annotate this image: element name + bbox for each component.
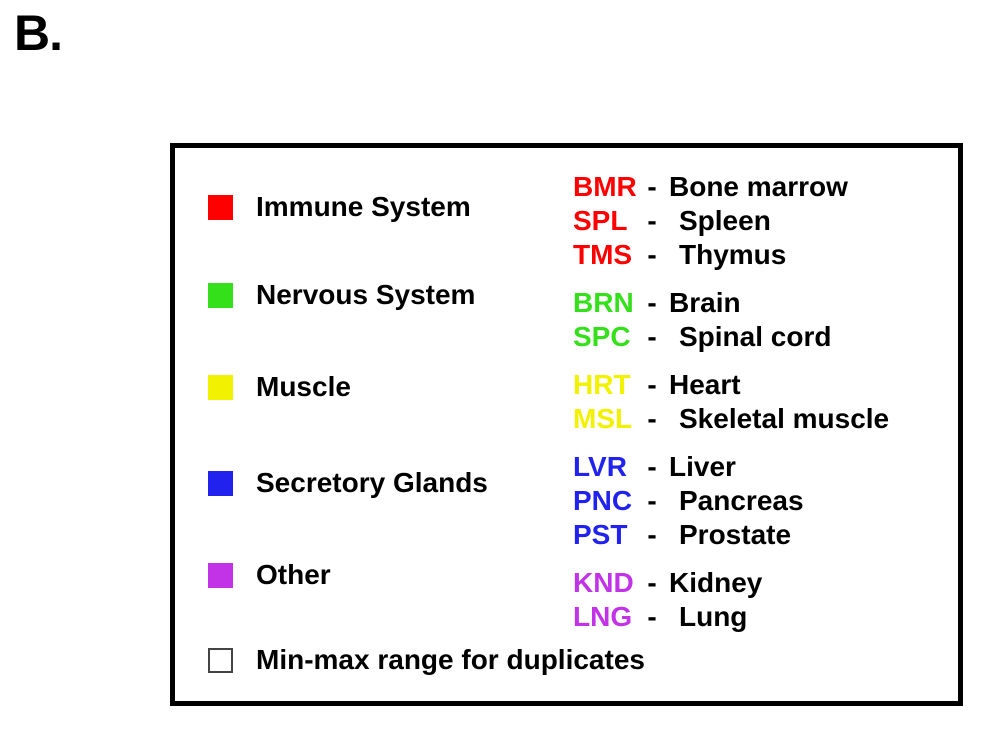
abbreviation-organ-name: Spleen [679,204,771,236]
swatch-green [208,282,233,308]
abbreviation-dash: - [647,600,657,632]
abbreviation-dash: - [647,450,657,482]
swatch-red [208,194,233,220]
abbreviation-row[interactable]: HRT-Heart [573,368,741,401]
abbreviation-dash: - [647,518,657,550]
abbreviation-code: PNC [573,484,633,516]
abbreviation-code: TMS [573,238,633,270]
abbreviation-code: HRT [573,368,631,400]
legend-category-label: Immune System [256,191,471,222]
abbreviation-row[interactable]: TMS-Thymus [573,238,786,271]
abbreviation-organ-name: Pancreas [679,484,804,516]
abbreviation-code: MSL [573,402,633,434]
abbreviation-organ-name: Heart [669,368,741,400]
legend-category-row[interactable]: Nervous System [208,278,475,312]
abbreviation-organ-name: Spinal cord [679,320,832,352]
legend-note-row[interactable]: Min-max range for duplicates [208,643,645,677]
abbreviation-row[interactable]: MSL-Skeletal muscle [573,402,889,435]
abbreviation-organ-name: Kidney [669,566,763,598]
abbreviation-dash: - [647,566,657,598]
abbreviation-dash: - [647,402,657,434]
panel-letter: B. [14,5,63,61]
abbreviation-organ-name: Liver [669,450,736,482]
abbreviation-dash: - [647,320,657,352]
swatch-blue [208,470,233,496]
abbreviation-code: SPL [573,204,628,236]
legend-category-row[interactable]: Muscle [208,370,351,404]
abbreviation-dash: - [647,484,657,516]
abbreviation-dash: - [647,204,657,236]
abbreviation-dash: - [647,286,657,318]
abbreviation-code: LVR [573,450,627,482]
abbreviation-row[interactable]: PNC-Pancreas [573,484,804,517]
abbreviation-organ-name: Brain [669,286,741,318]
abbreviation-organ-name: Prostate [679,518,792,550]
abbreviation-code: BMR [573,170,637,202]
abbreviation-organ-name: Thymus [679,238,787,270]
legend-category-row[interactable]: Immune System [208,190,471,224]
abbreviation-dash: - [647,170,657,202]
swatch-yellow [208,374,233,400]
legend-category-row[interactable]: Other [208,558,331,592]
legend-category-label: Nervous System [256,279,476,310]
abbreviation-row[interactable]: BRN-Brain [573,286,741,319]
abbreviation-code: SPC [573,320,631,352]
abbreviation-code: PST [573,518,628,550]
abbreviation-row[interactable]: LVR-Liver [573,450,736,483]
abbreviation-row[interactable]: KND-Kidney [573,566,762,599]
abbreviation-code: LNG [573,600,633,632]
abbreviation-code: KND [573,566,634,598]
abbreviation-dash: - [647,368,657,400]
swatch-magenta [208,562,233,588]
abbreviation-organ-name: Lung [679,600,748,632]
abbreviation-row[interactable]: SPC-Spinal cord [573,320,831,353]
abbreviation-organ-name: Bone marrow [669,170,848,202]
legend-category-label: Secretory Glands [256,467,488,498]
legend-note-label: Min-max range for duplicates [256,644,645,675]
abbreviation-code: BRN [573,286,634,318]
legend-category-label: Muscle [256,371,351,402]
abbreviation-row[interactable]: BMR-Bone marrow [573,170,848,203]
abbreviation-row[interactable]: SPL-Spleen [573,204,771,237]
legend-category-row[interactable]: Secretory Glands [208,466,488,500]
legend-category-label: Other [256,559,331,590]
abbreviation-dash: - [647,238,657,270]
swatch-hollow [208,647,233,673]
abbreviation-organ-name: Skeletal muscle [679,402,890,434]
abbreviation-row[interactable]: LNG-Lung [573,600,747,633]
abbreviation-row[interactable]: PST-Prostate [573,518,791,551]
